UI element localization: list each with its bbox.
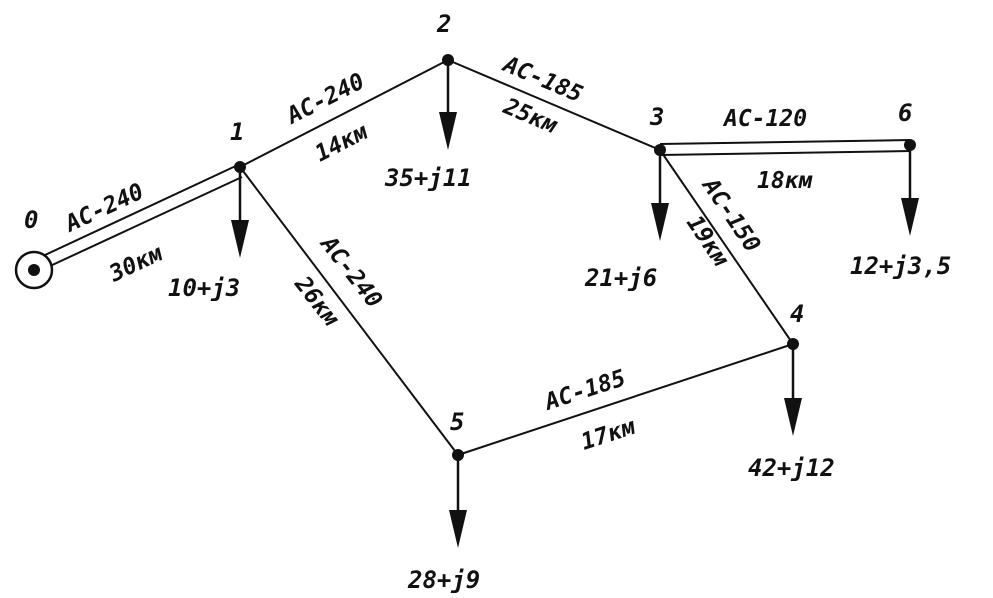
line-3-6-conductor: AC-120: [722, 106, 807, 132]
load-arrow-5: [449, 458, 467, 548]
line-0-1-length: 30км: [105, 240, 168, 288]
load-label-1: 10+j3: [168, 274, 240, 302]
line-2-3-length: 25км: [499, 93, 562, 139]
node-label-2: 2: [436, 10, 451, 38]
node-label-0: 0: [24, 206, 38, 234]
load-label-4: 42+j12: [748, 454, 835, 482]
bus-node-2: [442, 54, 454, 66]
bus-node-5: [452, 449, 464, 461]
load-arrow-6: [901, 148, 919, 236]
load-label-2: 35+j11: [384, 164, 472, 192]
load-label-3: 21+j6: [584, 264, 657, 292]
line-0-1-conductor: AC-240: [60, 179, 148, 239]
line-1-5: [239, 166, 459, 456]
bus-node-1: [234, 161, 246, 173]
load-label-6: 12+j3,5: [850, 252, 951, 280]
node-label-6: 6: [898, 99, 912, 127]
load-arrow-3: [651, 153, 669, 241]
load-arrow-1: [231, 170, 249, 258]
node-label-1: 1: [230, 118, 244, 146]
source-node-0: [14, 250, 54, 290]
node-label-3: 3: [649, 103, 664, 131]
line-5-4: [457, 343, 794, 456]
node-label-4: 4: [790, 300, 804, 328]
line-5-4-conductor: AC-185: [540, 365, 629, 416]
load-arrow-2: [439, 63, 457, 150]
line-3-6-length: 18км: [757, 168, 814, 194]
line-3-4: [659, 149, 794, 345]
load-label-5: 28+j9: [407, 566, 480, 594]
line-5-4-length: 17км: [578, 414, 640, 456]
line-2-3: [447, 59, 661, 151]
line-0-1: [29, 163, 243, 274]
bus-node-3: [654, 144, 666, 156]
line-1-2: [239, 59, 449, 168]
bus-node-6: [904, 139, 916, 151]
node-label-5: 5: [450, 408, 464, 436]
bus-node-4: [787, 338, 799, 350]
line-1-5-length: 26км: [289, 271, 345, 332]
load-arrow-4: [784, 347, 802, 436]
line-3-6: [659, 139, 911, 156]
